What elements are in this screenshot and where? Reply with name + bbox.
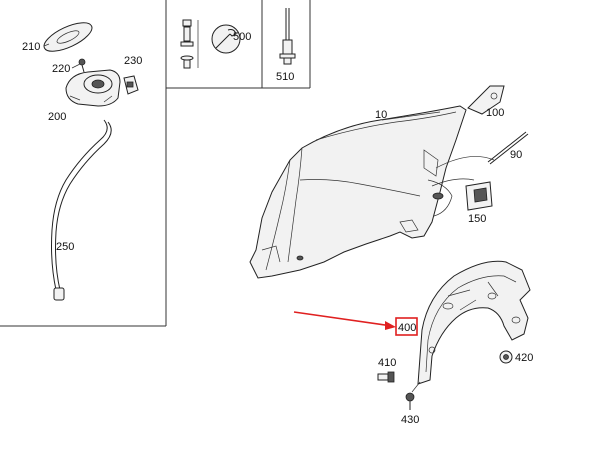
- part-100-bracket[interactable]: [467, 85, 505, 115]
- part-250-drain-hose[interactable]: [51, 119, 112, 301]
- callout-420: 420: [515, 352, 533, 364]
- callout-150: 150: [468, 213, 486, 225]
- callout-220: 220: [52, 63, 70, 75]
- part-230-actuator[interactable]: [123, 75, 139, 95]
- callout-210: 210: [22, 41, 40, 53]
- callout-10: 10: [375, 109, 387, 121]
- highlight-box: [395, 317, 418, 336]
- callout-230: 230: [124, 55, 142, 67]
- callout-410: 410: [378, 357, 396, 369]
- callout-90: 90: [510, 149, 522, 161]
- part-500-clips[interactable]: [180, 19, 199, 69]
- part-210-cap-plate[interactable]: [40, 17, 96, 57]
- part-400-wheel-arch-liner[interactable]: [417, 260, 531, 385]
- part-90-strip[interactable]: [487, 131, 529, 165]
- highlight-arrow: [293, 311, 396, 330]
- part-420-nut[interactable]: [499, 350, 513, 364]
- part-410-clip[interactable]: [377, 371, 395, 383]
- part-510-rivet[interactable]: [279, 8, 296, 65]
- inset-frames: [0, 0, 311, 327]
- callout-430: 430: [401, 414, 419, 426]
- callout-100: 100: [486, 107, 504, 119]
- part-220-screw[interactable]: [78, 58, 86, 73]
- callout-510: 510: [276, 71, 294, 83]
- part-430-screw[interactable]: [405, 392, 415, 410]
- part-150-pad[interactable]: [465, 181, 493, 211]
- callout-250: 250: [56, 241, 74, 253]
- callout-200: 200: [48, 111, 66, 123]
- part-10-side-panel[interactable]: [249, 105, 467, 279]
- wrench-icon: [211, 24, 241, 54]
- callout-500: 500: [233, 31, 251, 43]
- callout-400: 400: [398, 322, 416, 334]
- part-200-filler-housing[interactable]: [65, 69, 121, 107]
